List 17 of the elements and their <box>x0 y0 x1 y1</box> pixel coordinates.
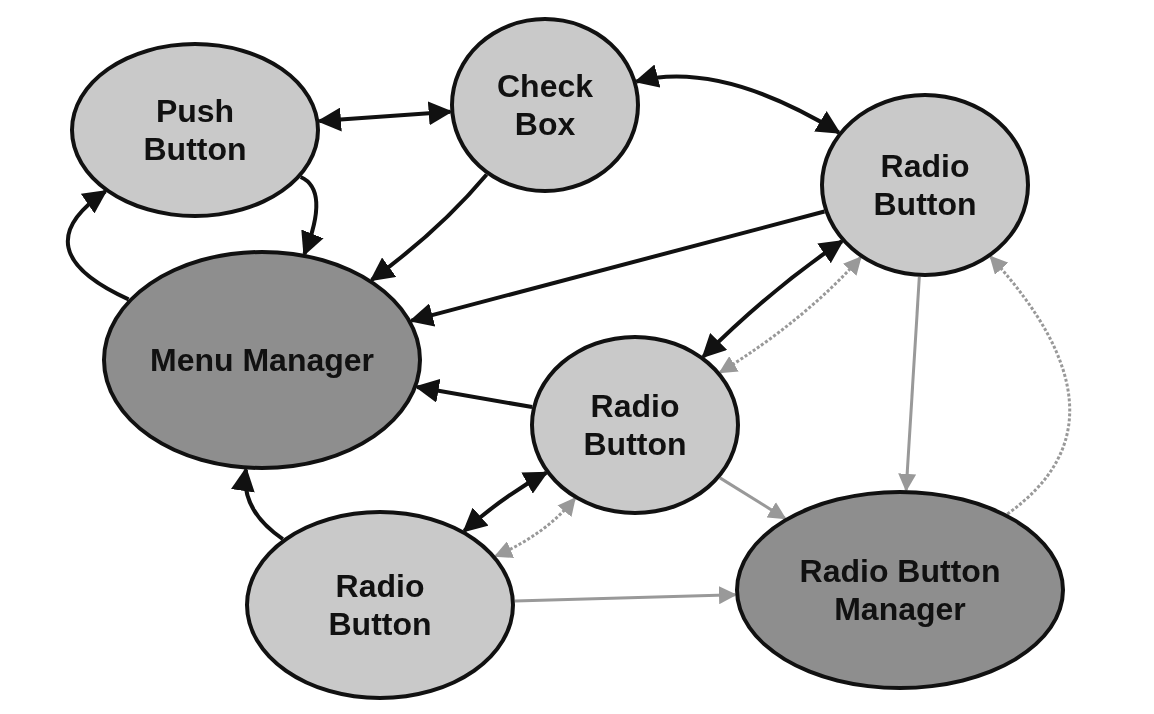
arrow <box>65 189 130 302</box>
arrow <box>231 467 284 541</box>
arrow <box>514 586 737 605</box>
arrow <box>369 173 489 282</box>
arrow <box>462 471 549 533</box>
node-label: Menu Manager <box>150 340 374 380</box>
node-label: Radio Button <box>872 146 978 224</box>
node-label: Radio Button <box>327 566 433 644</box>
node-label: Check Box <box>495 66 594 144</box>
arrow <box>719 476 787 520</box>
node-label: Push Button <box>142 91 248 169</box>
node-label: Radio Button Manager <box>798 551 1002 629</box>
arrow <box>989 255 1071 516</box>
arrow <box>898 276 921 492</box>
arrow <box>718 256 862 374</box>
node-label: Radio Button <box>582 386 688 464</box>
arrow <box>701 239 844 359</box>
